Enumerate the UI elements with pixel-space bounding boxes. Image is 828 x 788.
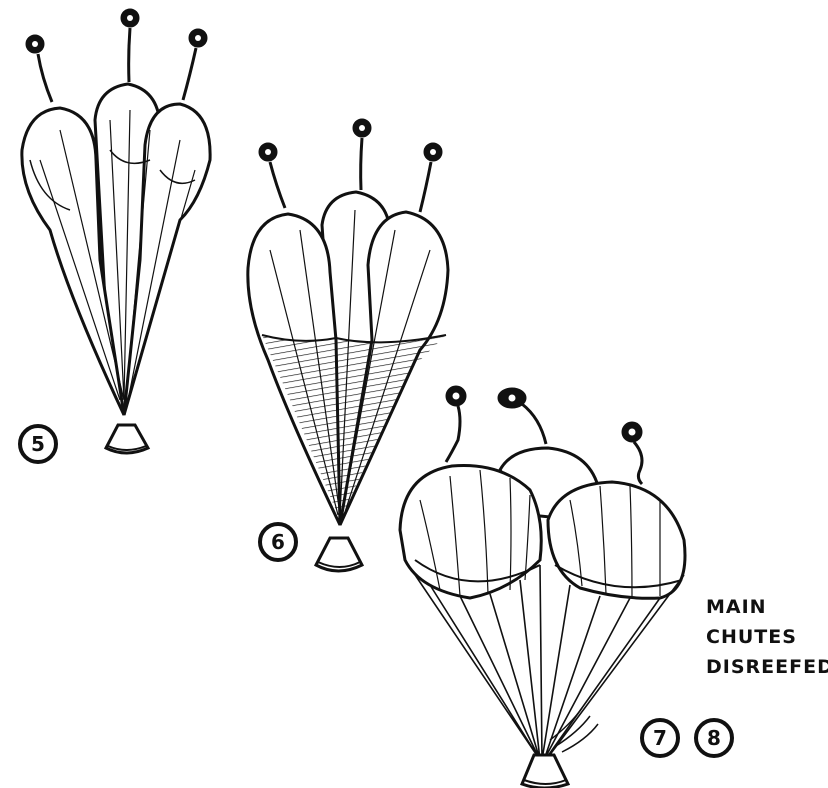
capsule-6 xyxy=(316,538,362,571)
stage-5-reefed-cluster xyxy=(22,10,210,453)
pilot-chute-6b xyxy=(354,120,370,190)
stage-label-7: 7 xyxy=(640,718,680,758)
capsule-7 xyxy=(522,755,568,788)
stage-label-6: 6 xyxy=(258,522,298,562)
pilot-chute-5c xyxy=(183,30,206,100)
pilot-chute-7a xyxy=(446,387,465,462)
stage-label-5: 5 xyxy=(18,424,58,464)
caption-line-1: MAIN xyxy=(706,592,828,622)
pilot-chute-7b xyxy=(499,389,546,444)
pilot-chute-6c xyxy=(420,144,441,212)
canopy-7-left xyxy=(400,466,541,599)
pilot-chute-5a xyxy=(27,36,52,102)
caption-line-2: CHUTES xyxy=(706,622,828,652)
pilot-chute-7c xyxy=(623,423,642,484)
capsule-5 xyxy=(106,425,148,453)
pilot-chute-6a xyxy=(260,144,285,208)
pilot-chute-5b xyxy=(122,10,138,82)
caption-line-3: DISREEFED xyxy=(706,652,828,682)
stage-label-8: 8 xyxy=(694,718,734,758)
caption-main-chutes-disreefed: MAIN CHUTES DISREEFED xyxy=(706,592,828,682)
canopy-7-right xyxy=(548,482,685,598)
